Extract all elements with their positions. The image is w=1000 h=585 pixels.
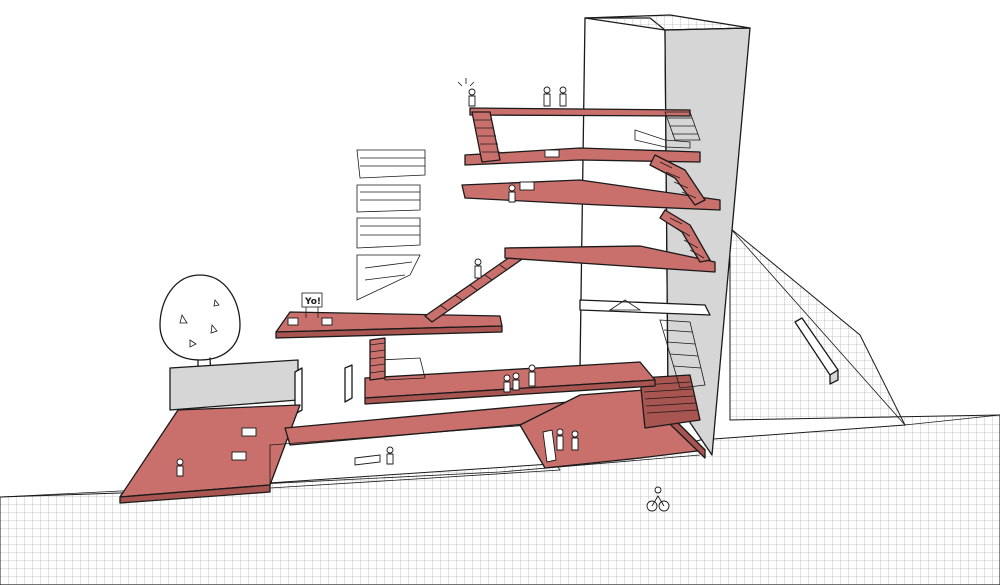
- table: [519, 181, 535, 191]
- courtyard-wall-post-2: [344, 364, 353, 403]
- level-3-slab: [504, 245, 716, 273]
- dining-set: [354, 454, 381, 466]
- person-figure: [176, 458, 184, 477]
- table: [241, 427, 257, 437]
- courtyard-back-wall: [169, 359, 299, 411]
- top-stair: [471, 111, 501, 163]
- person-figure: [571, 430, 579, 451]
- person-figure: [386, 446, 394, 465]
- tower-stairs: [634, 111, 711, 263]
- sign-board: Yo!: [301, 292, 323, 318]
- level-5-slab: [464, 147, 701, 166]
- person-figure: [512, 372, 520, 391]
- person-figure: [528, 364, 536, 387]
- table: [287, 317, 299, 326]
- table: [321, 317, 333, 326]
- person-figure: [468, 88, 476, 107]
- ground-terrain: [0, 226, 1000, 585]
- person-figure: [543, 86, 551, 107]
- people-figures: [176, 86, 579, 477]
- slope-bench: [794, 317, 839, 385]
- cyclist-head: [654, 486, 662, 494]
- sign-text: Yo!: [304, 297, 321, 307]
- furniture: [231, 149, 670, 512]
- person-figure: [556, 428, 564, 451]
- person-figure: [559, 86, 567, 107]
- courtyard-wall-post: [294, 367, 303, 415]
- lower-stair-block: [639, 374, 701, 429]
- top-slab: [469, 107, 691, 117]
- white-balcony-slab: [579, 299, 711, 389]
- table: [544, 149, 560, 158]
- upper-left-stairs: [356, 149, 426, 301]
- person-figure: [503, 374, 511, 393]
- exclamation-marks: [457, 78, 475, 87]
- long-bench: [542, 429, 557, 463]
- lower-plaza: [269, 424, 561, 489]
- table: [231, 451, 247, 461]
- slope-edge-line: [729, 227, 1000, 426]
- person-figure: [508, 184, 516, 203]
- bike: [646, 495, 670, 512]
- left-stair: [369, 337, 386, 381]
- person-figure: [474, 258, 482, 279]
- level-2-slab: [275, 311, 503, 339]
